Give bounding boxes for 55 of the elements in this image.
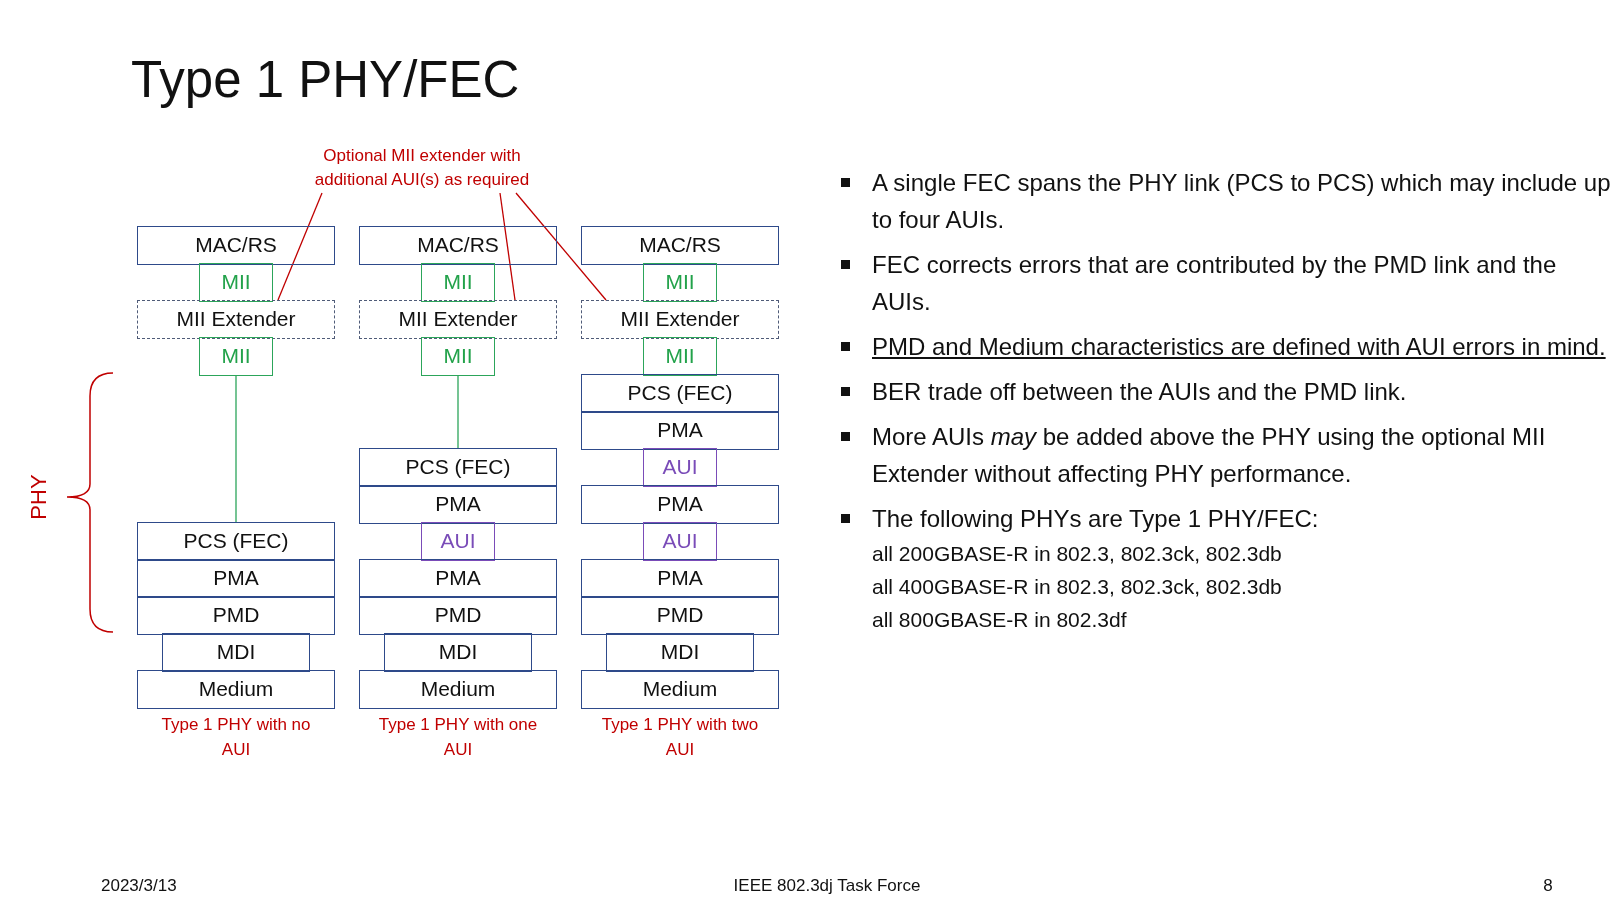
list-line: all 800GBASE-R in 802.3df <box>871 607 1128 633</box>
layer-box: PMA <box>581 485 779 524</box>
interface-box: AUI <box>421 522 495 561</box>
callout-note: Optional MII extender with additional AUI(s) as required <box>297 142 547 193</box>
layer-box: PCS (FEC) <box>137 522 335 561</box>
footer-text: IEEE 802.3dj Task Force <box>732 875 922 897</box>
leader-line <box>515 192 607 301</box>
interface-box: AUI <box>643 448 717 487</box>
brace-label: PHY <box>26 474 52 520</box>
layer-box: MDI <box>162 633 310 672</box>
footer-date: 2023/3/13 <box>101 875 177 897</box>
interface-box: MII <box>199 337 273 376</box>
layer-box: PMA <box>137 559 335 598</box>
layer-box: MDI <box>606 633 754 672</box>
layer-box: Medium <box>137 670 335 709</box>
layer-box: PMD <box>137 596 335 635</box>
layer-box: Medium <box>581 670 779 709</box>
interface-box: MII <box>643 263 717 302</box>
connector-line <box>235 374 237 523</box>
layer-box: PMA <box>359 559 557 598</box>
dashed-box: MII Extender <box>137 300 335 339</box>
layer-box: MDI <box>384 633 532 672</box>
layer-box: PMA <box>581 411 779 450</box>
bullet-point: FEC corrects errors that are contributed by the PMD link and the AUIs. <box>841 246 1613 320</box>
bullet-point: A single FEC spans the PHY link (PCS to PCS) which may include up to four AUIs. <box>841 164 1613 238</box>
bullet-point: BER trade off between the AUIs and the PMD link. <box>841 373 1613 410</box>
layer-box: PMD <box>581 596 779 635</box>
layer-box: PCS (FEC) <box>581 374 779 413</box>
bullet-point: PMD and Medium characteristics are defined with AUI errors in mind. <box>841 328 1613 365</box>
caption: Type 1 PHY with two AUI <box>600 714 760 761</box>
interface-box: MII <box>421 337 495 376</box>
list-line: all 400GBASE-R in 802.3, 802.3ck, 802.3db <box>871 574 1283 600</box>
leader-line <box>499 192 516 301</box>
bullet-point: The following PHYs are Type 1 PHY/FEC: <box>841 500 1613 537</box>
layer-box: Medium <box>359 670 557 709</box>
layer-box: PCS (FEC) <box>359 448 557 487</box>
caption: Type 1 PHY with no AUI <box>160 714 312 761</box>
interface-box: MII <box>199 263 273 302</box>
interface-box: AUI <box>643 522 717 561</box>
interface-box: MII <box>421 263 495 302</box>
connector-line <box>457 374 459 449</box>
layer-box: PMA <box>581 559 779 598</box>
caption: Type 1 PHY with one AUI <box>377 714 539 761</box>
layer-box: MAC/RS <box>581 226 779 265</box>
dashed-box: MII Extender <box>581 300 779 339</box>
slide-title: Type 1 PHY/FEC <box>131 50 520 110</box>
page-number: 8 <box>1542 875 1554 897</box>
bullet-point: More AUIs may be added above the PHY using the optional MII Extender without affecting PHY performance. <box>841 418 1613 492</box>
dashed-box: MII Extender <box>359 300 557 339</box>
layer-box: MAC/RS <box>359 226 557 265</box>
list-line: all 200GBASE-R in 802.3, 802.3ck, 802.3db <box>871 541 1283 567</box>
layer-box: MAC/RS <box>137 226 335 265</box>
layer-box: PMD <box>359 596 557 635</box>
interface-box: MII <box>643 337 717 376</box>
layer-box: PMA <box>359 485 557 524</box>
